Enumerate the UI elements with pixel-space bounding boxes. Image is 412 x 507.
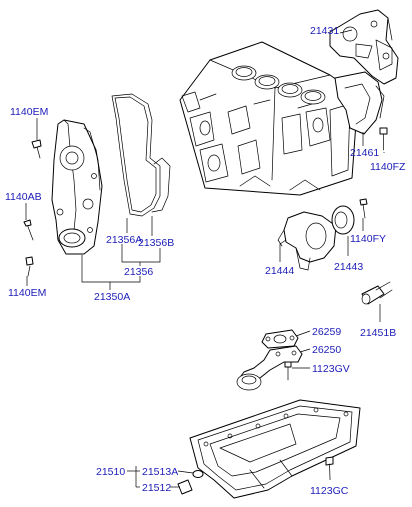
label-21356a: 21356A [106, 234, 142, 246]
oil-screen [236, 345, 303, 391]
oil-pan [189, 399, 361, 499]
timing-cover-gaskets [111, 93, 171, 217]
label-1140ab: 1140AB [5, 191, 42, 203]
label-21510: 21510 [96, 466, 125, 478]
label-21356: 21356 [124, 266, 153, 278]
leader-lines [25, 29, 385, 488]
label-1140em-bottom: 1140EM [8, 287, 46, 299]
label-21461: 21461 [350, 147, 379, 159]
label-21350a: 21350A [94, 291, 130, 303]
front-oil-seal [331, 205, 355, 235]
bolt-1123gv [284, 361, 292, 381]
bolt-1140fz [379, 127, 388, 151]
label-26250: 26250 [312, 344, 341, 356]
label-21451b: 21451B [360, 327, 396, 339]
drain-plug-gasket [192, 470, 204, 478]
bolt-1140ab [23, 219, 34, 241]
rear-cover-plate [329, 9, 399, 85]
timing-belt-cover [51, 119, 103, 255]
label-21444: 21444 [265, 265, 294, 277]
bolt-1140fy [359, 198, 368, 219]
engine-block [179, 41, 359, 196]
drain-plug [177, 479, 193, 495]
label-21356b: 21356B [138, 237, 174, 249]
label-26259: 26259 [312, 326, 341, 338]
bolt-1140em-bottom [25, 256, 34, 277]
bolt-1123gc [325, 456, 334, 479]
label-21513a: 21513A [142, 466, 178, 478]
dowel-pin [361, 281, 393, 305]
label-1123gc: 1123GC [310, 485, 349, 497]
label-21431: 21431 [310, 25, 339, 37]
part-labels: 21431 1140EM 21461 1140FZ 1140AB 21356A … [5, 25, 406, 497]
label-21443: 21443 [334, 261, 363, 273]
front-oil-seal-case [277, 211, 337, 271]
rear-oil-seal-retainer [334, 71, 385, 135]
label-1140fz: 1140FZ [370, 161, 406, 173]
label-1123gv: 1123GV [312, 363, 350, 375]
oil-screen-gasket [261, 329, 299, 349]
label-1140fy: 1140FY [350, 233, 386, 245]
bolt-1140em-top [31, 139, 42, 159]
label-21512: 21512 [142, 482, 171, 494]
label-1140em-top: 1140EM [10, 106, 48, 118]
